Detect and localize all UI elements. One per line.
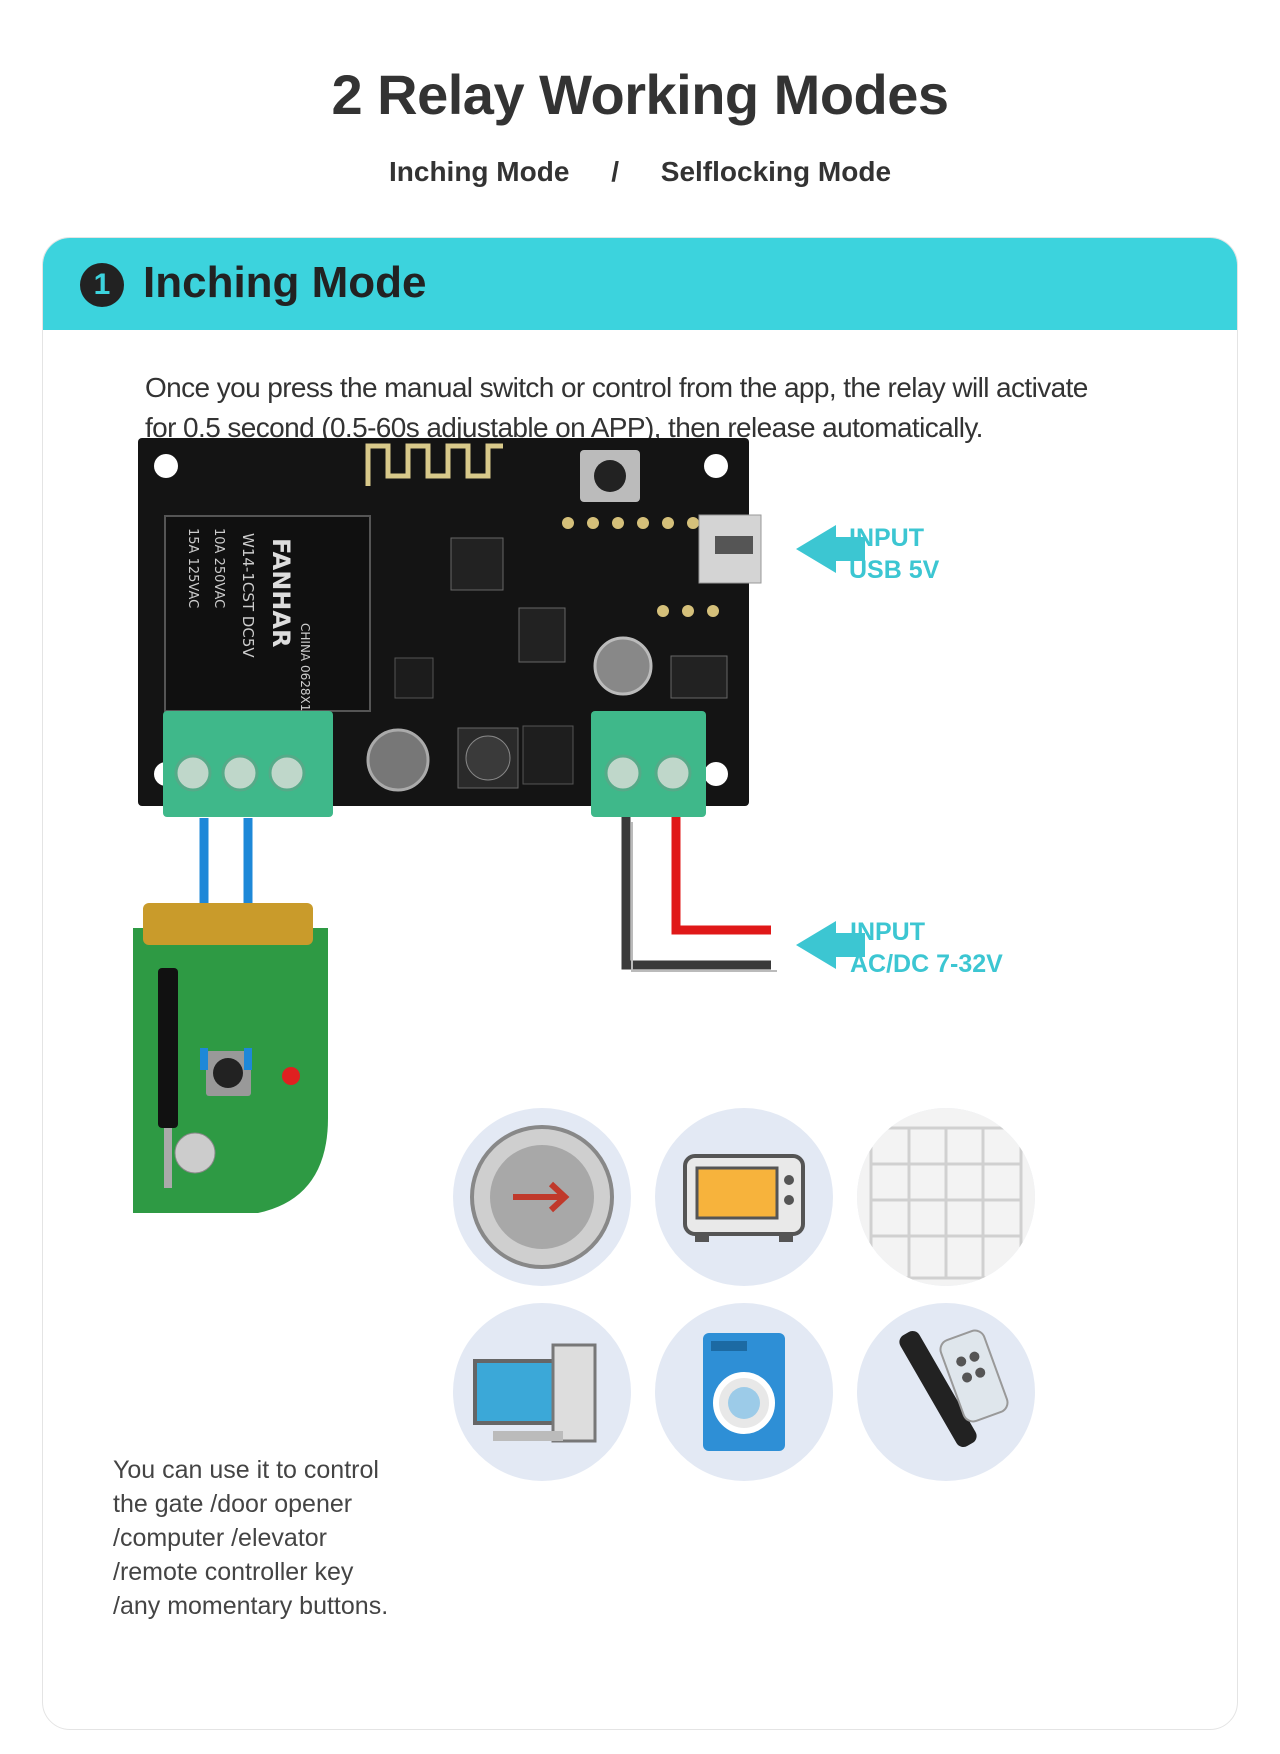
oven-icon [655,1108,833,1286]
remote-controls-icon [857,1303,1035,1481]
blue-wire-ends [200,1048,252,1070]
card-header: 1 Inching Mode [43,238,1237,330]
acdc-input-line2: AC/DC 7-32V [850,950,1003,978]
description-line-2: for 0.5 second (0.5-60s adjustable on AP… [145,412,983,443]
power-terminal-block [591,711,706,817]
section-description: Once you press the manual switch or cont… [145,368,1145,448]
usage-text: You can use it to control the gate /door… [113,1453,388,1623]
computer-icon [453,1303,631,1481]
usb-input-line2: USB 5V [849,556,940,584]
usage-line-1: You can use it to control [113,1456,379,1484]
acdc-input-label: INPUT AC/DC 7-32V [850,916,1003,980]
remote-controller-image [133,903,328,1213]
relay-model-text: W14-1CST DC5V [239,533,257,658]
elevator-button-icon [453,1108,631,1286]
acdc-input-arrow [796,921,865,969]
section-number-badge: 1 [80,263,124,307]
relay-brand-text: FANHAR [267,538,295,647]
garage-door-icon [857,1108,1035,1286]
relay-rating-2: 15A 125VAC [185,528,200,608]
relay-rating-1: 10A 250VAC [211,528,226,608]
wiring-diagram: FANHAR W14-1CST DC5V 10A 250VAC 15A 125V… [133,438,865,1213]
usb-input-label: INPUT USB 5V [849,522,939,586]
description-line-1: Once you press the manual switch or cont… [145,372,1088,403]
mode-selflocking-label: Selflocking Mode [660,156,892,187]
page-title: 2 Relay Working Modes [331,63,949,126]
usage-line-5: /any momentary buttons. [113,1592,389,1620]
section-title: Inching Mode [143,258,427,307]
acdc-input-line1: INPUT [850,918,925,946]
mode-separator: / [611,156,619,187]
mode-subtitle: Inching Mode / Selflocking Mode [0,156,1280,188]
usb-input-arrow [796,525,865,573]
relay-origin: CHINA 0628X1 [298,623,312,711]
usage-line-2: the gate /door opener [113,1490,353,1518]
usage-line-3: /computer /elevator [113,1524,327,1552]
mode-inching-label: Inching Mode [388,156,570,187]
power-wires [621,816,777,972]
relay-terminal-block [163,711,333,817]
washing-machine-icon [655,1303,833,1481]
usb-input-line1: INPUT [849,524,924,552]
usage-line-4: /remote controller key [113,1558,354,1586]
inching-mode-card: 1 Inching Mode Once you press the manual… [42,237,1238,1730]
